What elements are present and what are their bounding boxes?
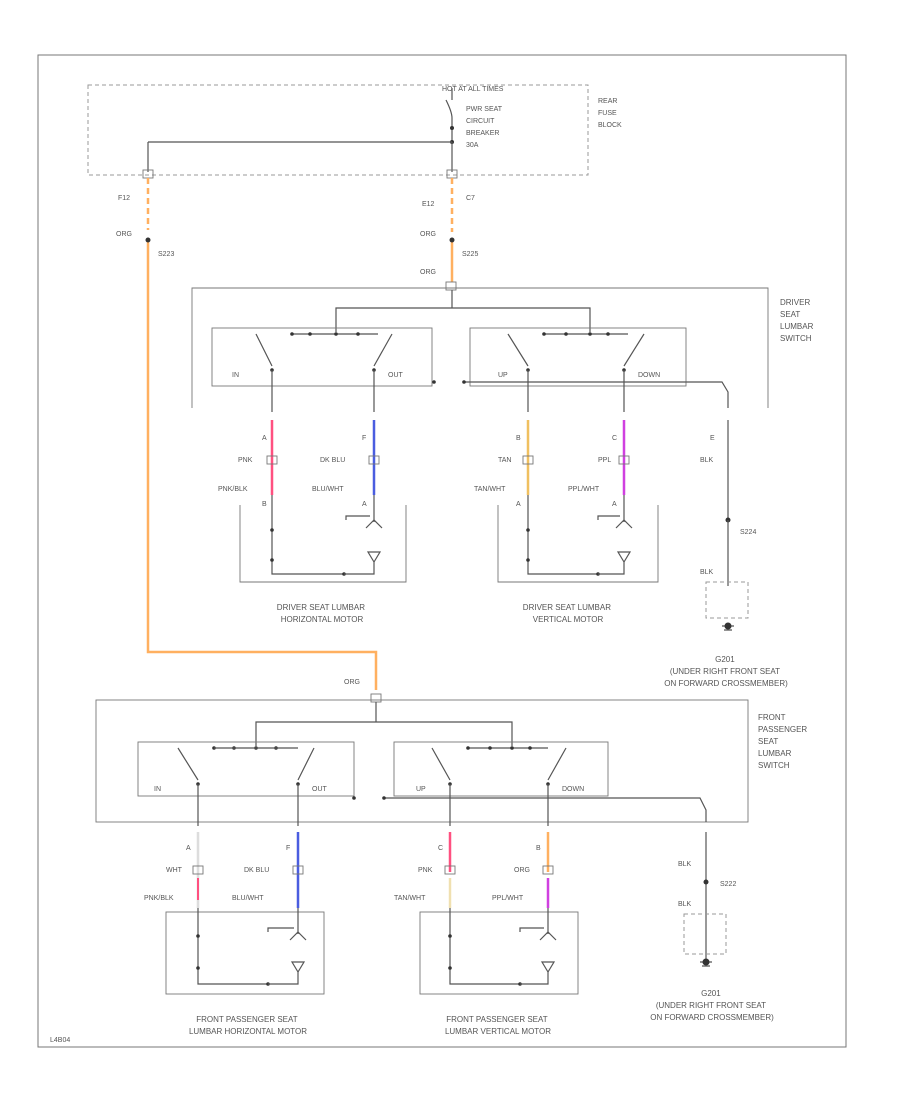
svg-text:FUSE: FUSE [598,110,617,117]
terminal-c7: C7 [466,195,475,202]
svg-text:PPL/WHT: PPL/WHT [492,895,524,902]
svg-text:CIRCUIT: CIRCUIT [466,118,495,125]
driver-vertical-motor: A A DRIVER SEAT LUMBAR VERTICAL MOTOR [497,495,659,624]
svg-text:A: A [186,845,191,852]
svg-text:PPL/WHT: PPL/WHT [568,486,600,493]
pass-horizontal-motor-label: FRONT PASSENGER SEAT LUMBAR HORIZONTAL M… [189,1015,307,1036]
driver-seat-lumbar-switch: IN OUT UP DOWN DRIVER SEAT LUMBAR SWITCH [191,281,816,412]
breaker-label: PWR SEAT CIRCUIT BREAKER 30A [466,106,503,149]
figure-id: L4B04 [50,1037,70,1044]
terminal-e12: E12 [422,201,435,208]
svg-text:30A: 30A [466,142,479,149]
svg-text:BLK: BLK [700,569,714,576]
wire-org-passenger: ORG [344,679,360,686]
rear-fuse-block [87,84,589,176]
pass-wire-labels: WHT DK BLU PNK ORG PNK/BLK BLU/WHT TAN/W… [144,867,530,902]
svg-text:B: B [516,435,521,442]
svg-text:A: A [612,501,617,508]
svg-text:DK BLU: DK BLU [320,457,345,464]
svg-text:E: E [710,435,715,442]
orange-wire-left-solid [146,238,378,690]
svg-text:PNK: PNK [238,457,253,464]
svg-text:B: B [262,501,267,508]
svg-text:PPL: PPL [598,457,611,464]
svg-text:BLU/WHT: BLU/WHT [232,895,264,902]
svg-text:S222: S222 [720,881,736,888]
pass-switch-out: OUT [312,786,328,793]
svg-text:BLOCK: BLOCK [598,122,622,129]
svg-text:BLU/WHT: BLU/WHT [312,486,344,493]
svg-text:BREAKER: BREAKER [466,130,499,137]
svg-text:BLK: BLK [678,901,692,908]
svg-text:G201 (UNDER RIGHT FRONT: G201 (UNDER RIGHT FRONT SEAT ON FORWARD … [650,989,774,1022]
svg-text:TAN: TAN [498,457,511,464]
svg-text:PNK/BLK: PNK/BLK [144,895,174,902]
svg-text:F: F [286,845,290,852]
driver-switch-up: UP [498,372,508,379]
svg-text:B: B [536,845,541,852]
pass-vertical-motor-label: FRONT PASSENGER SEAT LUMBAR VERTICAL MOT… [445,1015,551,1036]
svg-text:PNK/BLK: PNK/BLK [218,486,248,493]
svg-text:REAR: REAR [598,98,617,105]
passenger-seat-lumbar-switch: IN OUT UP DOWN FRONT PASSENGER SEAT LUMB… [95,693,809,826]
driver-ground-g201: S224 BLK G201 (UNDER RIGHT FRONT SEAT ON… [664,517,788,688]
svg-text:S224: S224 [740,529,756,536]
pass-pin-labels: A F C B [186,845,541,852]
svg-text:PNK: PNK [418,867,433,874]
pass-ground-g201: BLK S222 BLK G201 (UNDER RIGHT FRONT SEA… [650,861,774,1022]
splice-s223: S223 [158,251,174,258]
svg-text:A: A [516,501,521,508]
wire-org-right-1: ORG [420,231,436,238]
svg-text:A: A [262,435,267,442]
terminal-f12: F12 [118,195,130,202]
pass-switch-title: FRONT PASSENGER SEAT LUMBAR SWITCH [758,713,809,770]
diagram-frame [37,54,847,1048]
driver-wire-labels: PNK DK BLU TAN PPL BLK PNK/BLK BLU/WHT T… [218,457,714,493]
driver-vertical-motor-label: DRIVER SEAT LUMBAR VERTICAL MOTOR [523,603,613,624]
svg-text:C: C [438,845,443,852]
pass-horizontal-motor: FRONT PASSENGER SEAT LUMBAR HORIZONTAL M… [165,908,325,1036]
driver-switch-in: IN [232,372,239,379]
wire-org-right-2: ORG [420,269,436,276]
svg-text:C: C [612,435,617,442]
svg-text:F: F [362,435,366,442]
svg-text:WHT: WHT [166,867,183,874]
svg-text:A: A [362,501,367,508]
pass-switch-in: IN [154,786,161,793]
pass-switch-up: UP [416,786,426,793]
rear-fuse-block-label: REAR FUSE BLOCK [598,98,622,129]
svg-text:DK BLU: DK BLU [244,867,269,874]
driver-switch-out: OUT [388,372,404,379]
svg-text:ORG: ORG [514,867,530,874]
pass-switch-down: DOWN [562,786,584,793]
breaker-symbol [445,88,453,142]
driver-switch-title: DRIVER SEAT LUMBAR SWITCH [780,298,816,343]
svg-text:TAN/WHT: TAN/WHT [394,895,426,902]
wire-org-left: ORG [116,231,132,238]
svg-text:TAN/WHT: TAN/WHT [474,486,506,493]
svg-text:PWR SEAT: PWR SEAT [466,106,503,113]
svg-text:G201 (UNDER RIGHT FRONT: G201 (UNDER RIGHT FRONT SEAT ON FORWARD … [664,655,788,688]
svg-text:BLK: BLK [700,457,714,464]
svg-text:BLK: BLK [678,861,692,868]
splice-s225: S225 [462,251,478,258]
pass-vertical-motor: FRONT PASSENGER SEAT LUMBAR VERTICAL MOT… [419,908,579,1036]
hot-at-all-times-label: HOT AT ALL TIMES [442,86,504,93]
driver-horizontal-motor-label: DRIVER SEAT LUMBAR HORIZONTAL MOTOR [277,603,367,624]
driver-switch-down: DOWN [638,372,660,379]
driver-horizontal-motor: B A DRIVER SEAT LUMBAR HORIZONTAL MOTOR [239,495,407,624]
driver-pin-labels: A F B C E [262,435,715,442]
